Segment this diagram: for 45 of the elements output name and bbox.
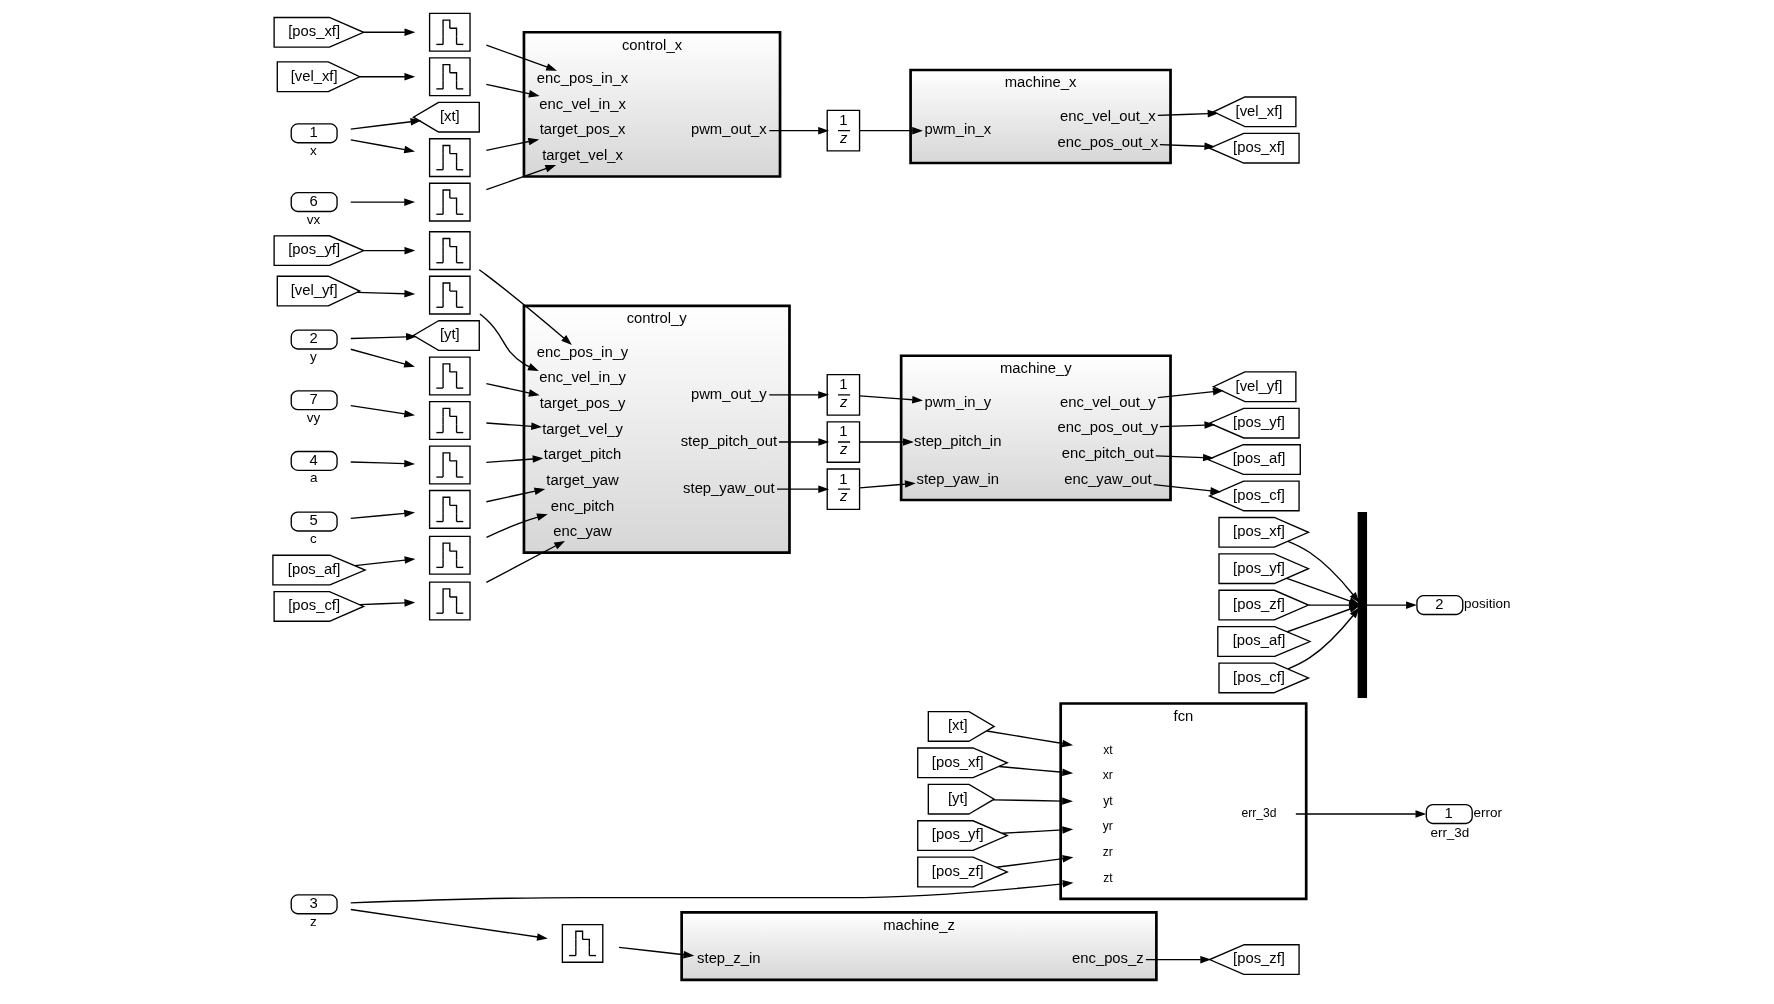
node-label: c [310,531,317,547]
node-text: enc_pos_out_x [1057,133,1159,150]
node-text: enc_yaw [553,523,612,540]
node-text: step_z_in [697,950,761,967]
node-text: enc_pos_in_y [536,343,629,360]
node-label: y [310,349,317,365]
node-text: step_yaw_out [683,479,775,496]
node-label: vx [306,211,321,227]
node-text: zr [1102,845,1113,860]
node-text: yt [1103,793,1113,808]
node-text: enc_pitch_out [1061,444,1154,461]
node-text: pwm_out_x [690,121,767,138]
node-label: position [1464,596,1511,612]
node-label: a [310,470,318,486]
node-text: pwm_in_y [924,393,992,410]
node-text: target_pos_x [539,121,626,138]
node-label: x [310,142,317,158]
node-text: xt [1103,742,1113,757]
node-label: z [310,913,317,929]
node-text: enc_vel_out_x [1060,107,1156,124]
node-text: enc_vel_in_x [539,95,626,112]
node-text: err_3d [1241,806,1277,820]
node-text: enc_pitch [550,497,615,514]
node-label: error [1473,805,1502,821]
node-label: vy [306,409,321,425]
node-text: enc_vel_out_y [1060,393,1156,410]
node-text: target_pitch [543,446,622,463]
node-text: enc_pos_out_y [1057,419,1159,436]
node-text: xr [1102,768,1113,783]
node-text: zt [1103,870,1113,885]
node-text: target_pos_y [539,395,626,412]
node-text: enc_vel_in_y [539,369,626,386]
node-text: target_yaw [546,471,619,488]
node-text: enc_pos_z [1072,950,1144,967]
node-text: pwm_out_y [690,385,767,402]
node-text: yr [1102,819,1113,834]
node-text: step_pitch_in [914,432,1002,449]
node-text: enc_yaw_out [1064,470,1152,487]
node-text: target_vel_x [542,147,623,164]
node-text: enc_pos_in_x [536,70,629,87]
node-text: step_pitch_out [680,432,777,449]
node-label: err_3d [1430,824,1470,840]
node-text: pwm_in_x [924,121,992,138]
node-text: step_yaw_in [916,470,999,487]
node-text: target_vel_y [542,420,623,437]
